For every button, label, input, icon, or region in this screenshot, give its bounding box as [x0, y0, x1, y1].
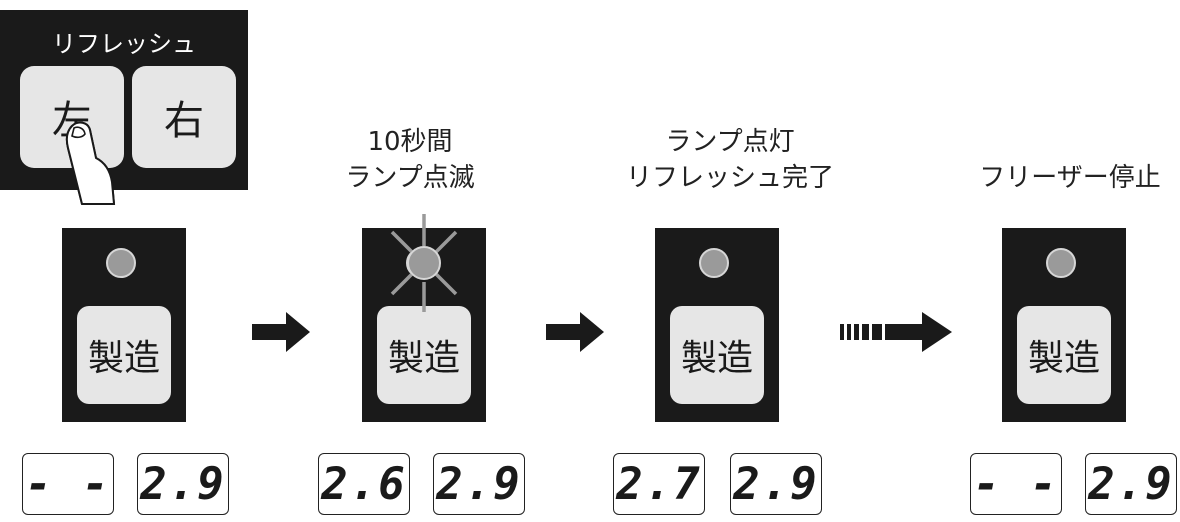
- refresh-panel: リフレッシュ 左 右: [0, 10, 248, 190]
- blink-rays-icon: [390, 214, 458, 312]
- lamp-indicator: [1046, 248, 1076, 278]
- caption-step3: ランプ点灯 リフレッシュ完了: [610, 124, 850, 196]
- production-button[interactable]: 製造: [77, 306, 171, 404]
- caption-step3-line2: リフレッシュ完了: [625, 163, 834, 193]
- production-button[interactable]: 製造: [377, 306, 471, 404]
- refresh-title: リフレッシュ: [52, 30, 196, 58]
- display-right-3: 2.9: [730, 453, 822, 515]
- display-right-2: 2.9: [433, 453, 525, 515]
- refresh-right-button[interactable]: 右: [132, 66, 236, 168]
- dashed-right-arrow-icon: [840, 312, 952, 352]
- control-panel-4: 製造: [1002, 228, 1126, 422]
- display-left-2: 2.6: [318, 453, 410, 515]
- control-panel-1: 製造: [62, 228, 186, 422]
- caption-step2: 10秒間 ランプ点滅: [330, 124, 490, 196]
- caption-step4-line1: フリーザー停止: [979, 163, 1161, 193]
- right-arrow-icon: [252, 312, 310, 352]
- display-left-4: - -: [970, 453, 1062, 515]
- display-right-1: 2.9: [137, 453, 229, 515]
- control-panel-3: 製造: [655, 228, 779, 422]
- production-button[interactable]: 製造: [1017, 306, 1111, 404]
- caption-step3-line1: ランプ点灯: [665, 127, 795, 157]
- lamp-indicator: [699, 248, 729, 278]
- caption-step2-line2: ランプ点滅: [345, 163, 475, 193]
- display-right-4: 2.9: [1085, 453, 1177, 515]
- display-left-3: 2.7: [613, 453, 705, 515]
- finger-press-icon: [65, 121, 116, 205]
- production-button[interactable]: 製造: [670, 306, 764, 404]
- display-left-1: - -: [22, 453, 114, 515]
- caption-step2-line1: 10秒間: [367, 127, 453, 157]
- right-arrow-icon: [546, 312, 604, 352]
- caption-step4: フリーザー停止: [960, 160, 1180, 196]
- lamp-indicator: [106, 248, 136, 278]
